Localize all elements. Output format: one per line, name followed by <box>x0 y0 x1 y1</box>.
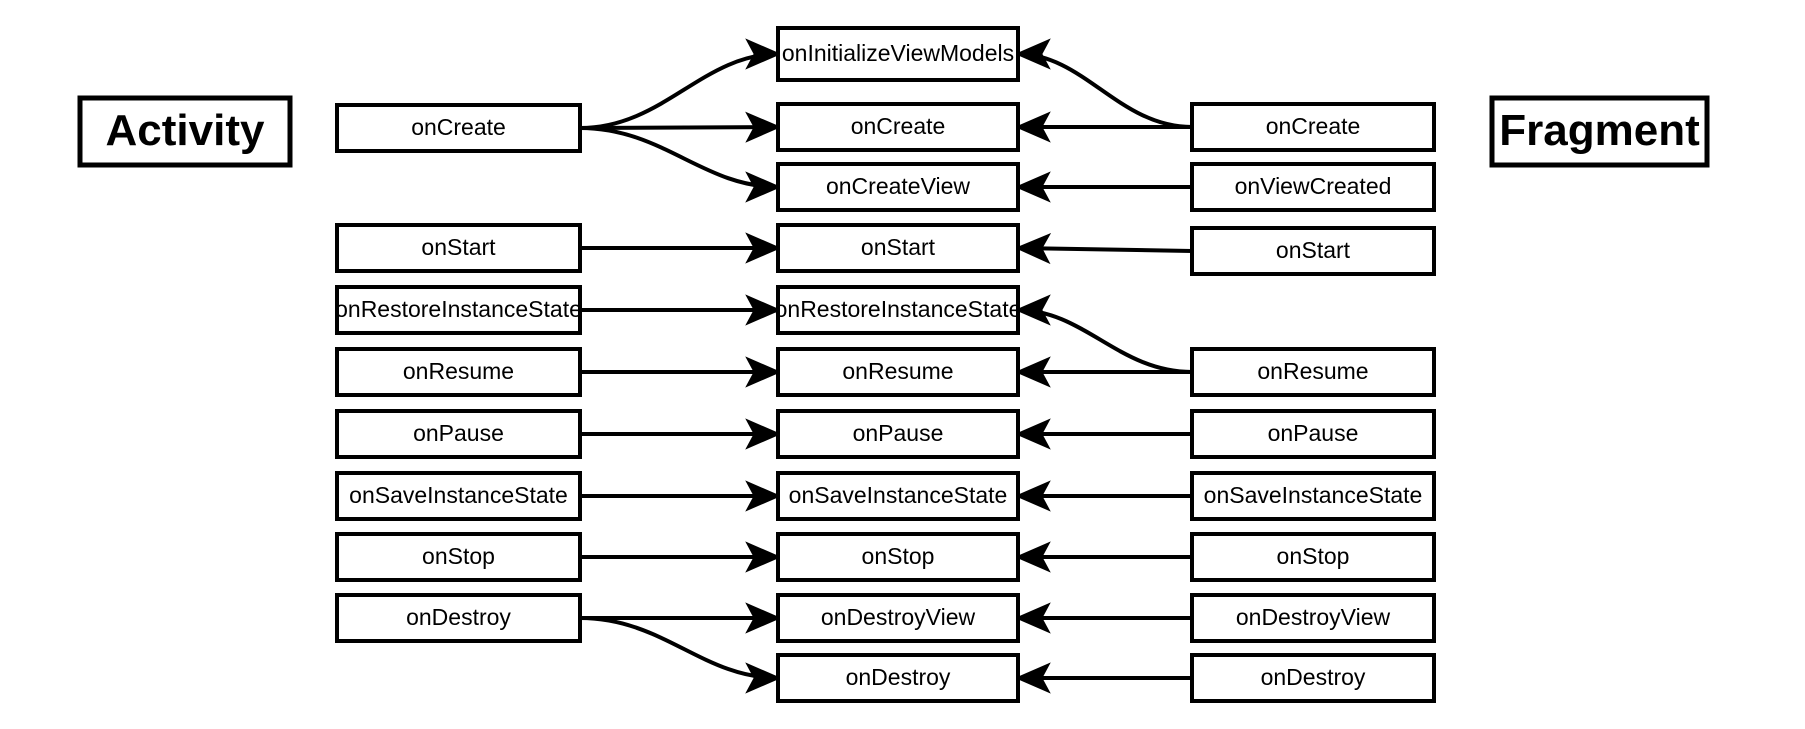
node-f-onstop[interactable]: onStop <box>776 532 1020 582</box>
node-a-onresume[interactable]: onResume <box>335 347 582 397</box>
node-label: onRestoreInstanceState <box>775 296 1022 322</box>
node-f-ondestroy[interactable]: onDestroy <box>776 653 1020 703</box>
node-f-oncreateview[interactable]: onCreateView <box>776 162 1020 212</box>
edge-c-oncreate-to-f-oninitializeviewmodels <box>1014 38 1193 129</box>
node-label: onCreate <box>851 113 946 139</box>
node-label: onSaveInstanceState <box>349 482 568 508</box>
node-label: onResume <box>1257 358 1368 384</box>
node-label: onStart <box>861 234 936 260</box>
headers-layer: Activity Fragment <box>77 95 1710 168</box>
node-label: onStop <box>1277 543 1350 569</box>
node-label: onSaveInstanceState <box>789 482 1008 508</box>
header-label: Fragment <box>1499 106 1700 155</box>
node-a-oncreate[interactable]: onCreate <box>335 103 582 153</box>
node-c-onviewcreated[interactable]: onViewCreated <box>1190 162 1436 212</box>
node-label: onViewCreated <box>1235 173 1392 199</box>
node-label: onStop <box>422 543 495 569</box>
nodes-layer: onCreate onStart onRestoreInstanceState onR… <box>335 26 1436 703</box>
node-label: onStart <box>1276 237 1351 263</box>
node-label: onDestroy <box>1261 664 1366 690</box>
node-label: onPause <box>853 420 944 446</box>
node-c-oncreate[interactable]: onCreate <box>1190 102 1436 152</box>
node-f-oncreate[interactable]: onCreate <box>776 102 1020 152</box>
node-label: onResume <box>403 358 514 384</box>
node-a-onpause[interactable]: onPause <box>335 409 582 459</box>
node-f-onstart[interactable]: onStart <box>776 223 1020 273</box>
node-a-onstart[interactable]: onStart <box>335 223 582 273</box>
node-c-onstop[interactable]: onStop <box>1190 532 1436 582</box>
edge-a-ondestroy-to-f-ondestroy <box>579 616 782 694</box>
node-f-ondestroyview[interactable]: onDestroyView <box>776 593 1020 643</box>
node-f-onpause[interactable]: onPause <box>776 409 1020 459</box>
node-c-onresume[interactable]: onResume <box>1190 347 1436 397</box>
node-label: onResume <box>842 358 953 384</box>
node-a-onstop[interactable]: onStop <box>335 532 582 582</box>
node-c-onstart[interactable]: onStart <box>1190 226 1436 276</box>
node-label: onCreate <box>411 114 506 140</box>
node-label: onDestroyView <box>1236 604 1391 630</box>
edges-layer <box>579 38 1193 694</box>
node-label: onSaveInstanceState <box>1204 482 1423 508</box>
node-c-ondestroyview[interactable]: onDestroyView <box>1190 593 1436 643</box>
node-c-ondestroy[interactable]: onDestroy <box>1190 653 1436 703</box>
node-f-onrestoreinstancestate[interactable]: onRestoreInstanceState <box>775 285 1022 335</box>
node-label: onRestoreInstanceState <box>335 296 582 322</box>
node-label: onCreateView <box>826 173 970 199</box>
node-label: onStop <box>862 543 935 569</box>
header-label: Activity <box>106 106 265 155</box>
node-label: onPause <box>413 420 504 446</box>
node-label: onDestroy <box>406 604 511 630</box>
header-box-fragment: Fragment <box>1489 95 1710 168</box>
node-c-onpause[interactable]: onPause <box>1190 409 1436 459</box>
edge-c-onresume-to-f-onrestoreinstancestate <box>1014 294 1193 374</box>
node-f-oninitializeviewmodels[interactable]: onInitializeViewModels <box>776 26 1020 82</box>
node-label: onDestroy <box>846 664 951 690</box>
node-f-onsaveinstancestate[interactable]: onSaveInstanceState <box>776 471 1020 521</box>
node-a-ondestroy[interactable]: onDestroy <box>335 593 582 643</box>
edge-a-oncreate-to-f-oninitializeviewmodels <box>579 38 782 130</box>
node-a-onrestoreinstancestate[interactable]: onRestoreInstanceState <box>335 285 582 335</box>
node-label: onDestroyView <box>821 604 976 630</box>
edge-a-oncreate-to-f-oncreateview <box>579 126 782 203</box>
header-box-activity: Activity <box>77 95 293 168</box>
edge-a-oncreate-to-f-oncreate <box>579 111 782 143</box>
node-label: onInitializeViewModels <box>782 40 1014 66</box>
node-f-onresume[interactable]: onResume <box>776 347 1020 397</box>
node-label: onStart <box>421 234 496 260</box>
edge-c-onstart-to-f-onstart <box>1014 232 1193 265</box>
node-label: onCreate <box>1266 113 1361 139</box>
node-a-onsaveinstancestate[interactable]: onSaveInstanceState <box>335 471 582 521</box>
node-c-onsaveinstancestate[interactable]: onSaveInstanceState <box>1190 471 1436 521</box>
node-label: onPause <box>1268 420 1359 446</box>
